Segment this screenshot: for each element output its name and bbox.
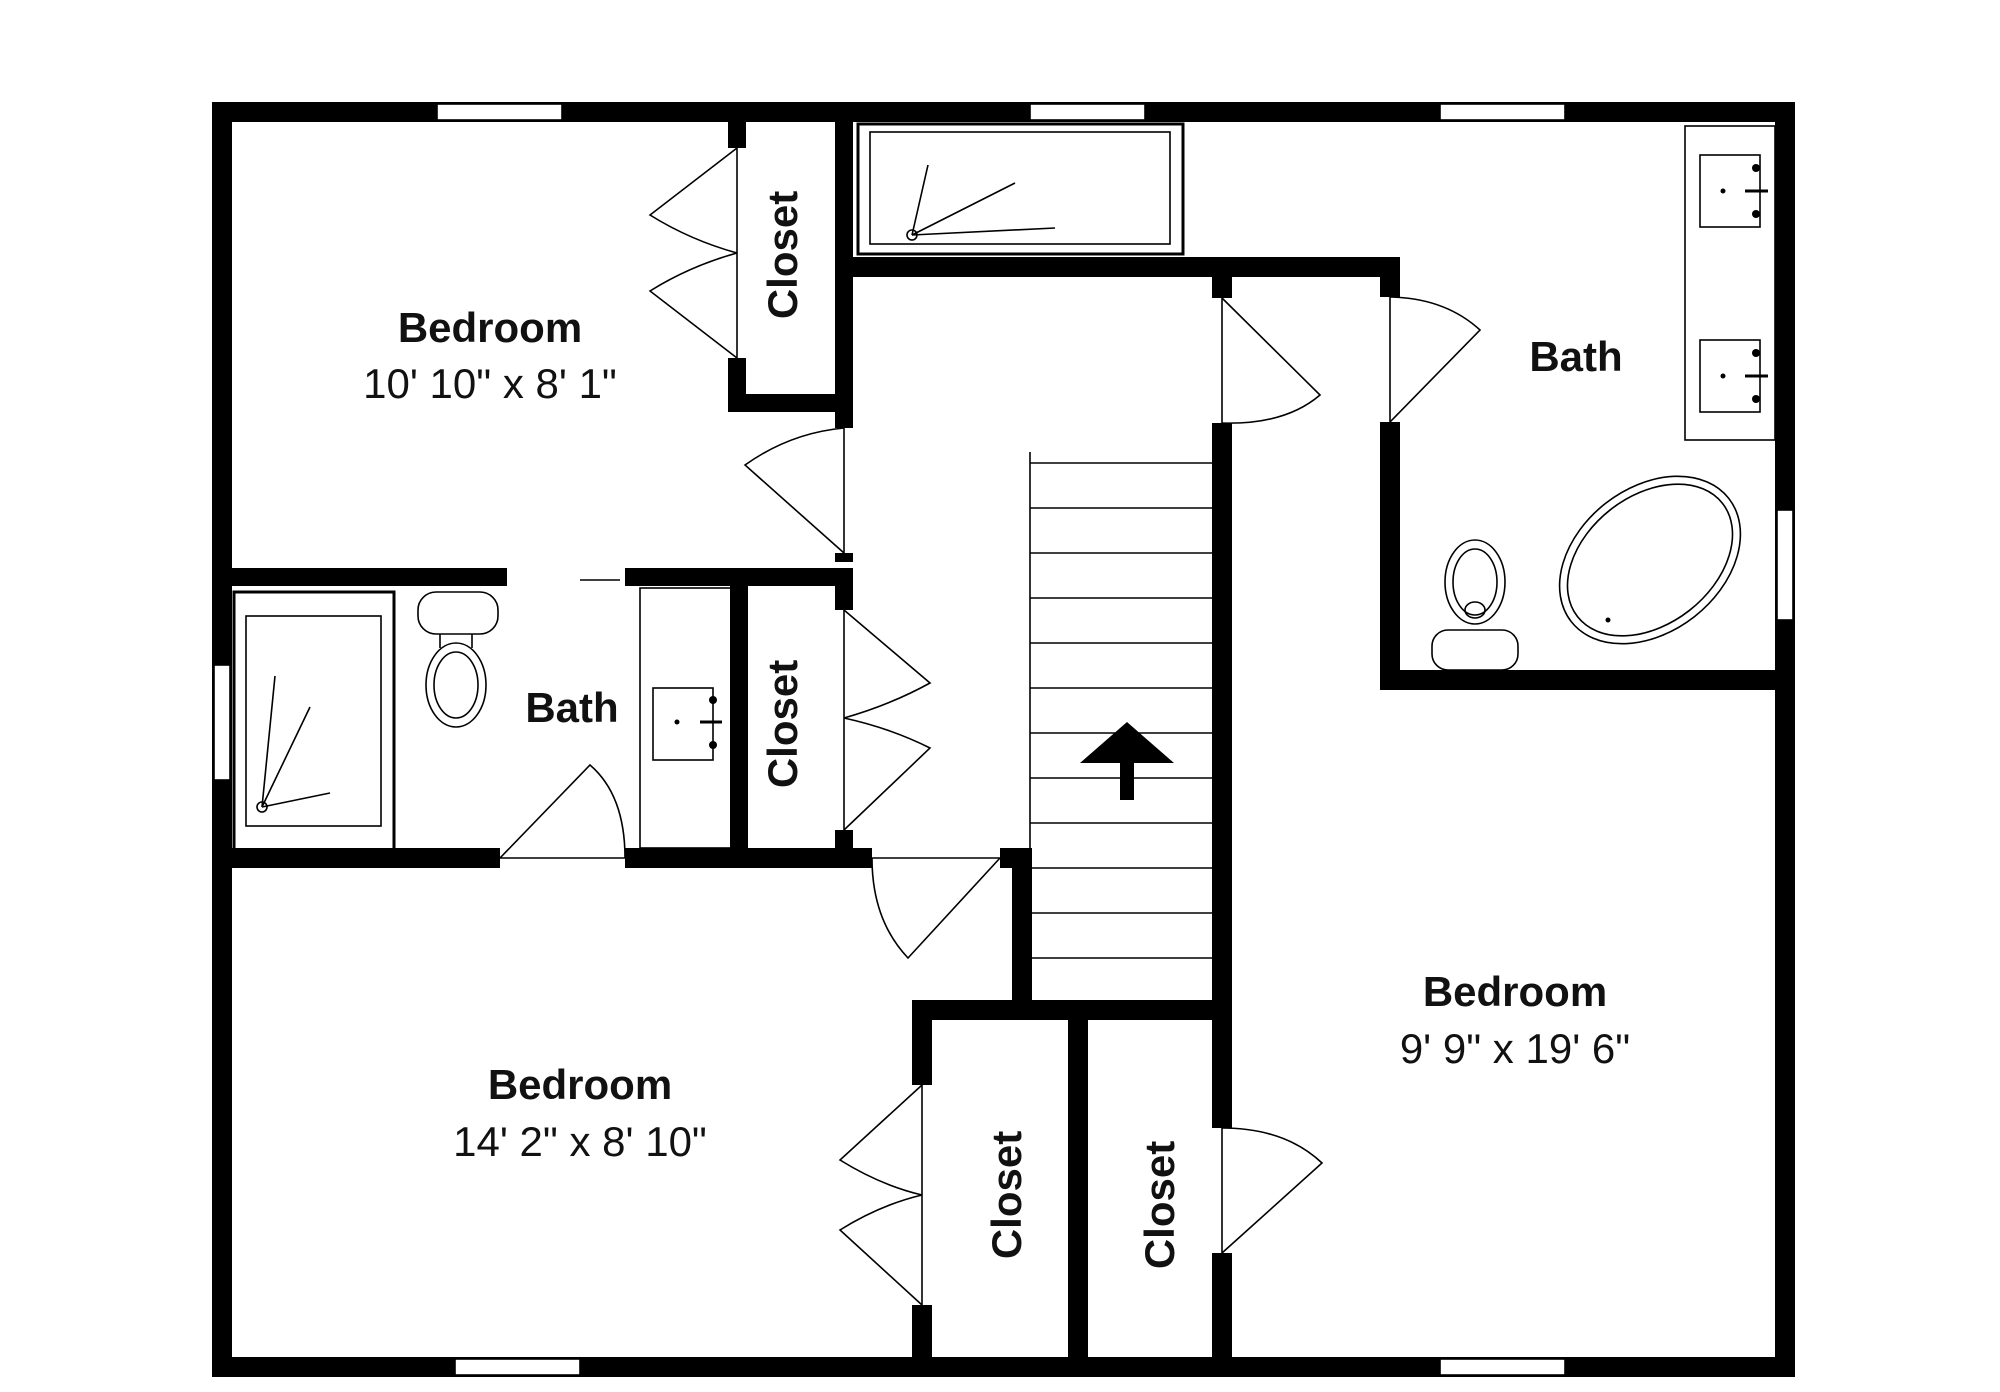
bedroom-bottom-left-dimensions: 14' 2" x 8' 10" [453, 1118, 707, 1165]
toilet-left [417, 591, 499, 728]
up-arrow-icon [1080, 722, 1174, 800]
exterior-walls [212, 102, 1795, 1377]
bedroom-right-name: Bedroom [1423, 968, 1607, 1015]
doors [499, 147, 1482, 1306]
bedroom-top-left-name: Bedroom [398, 304, 582, 351]
bedroom-bottom-left-name: Bedroom [488, 1061, 672, 1108]
bath-left-label: Bath [525, 684, 618, 731]
closet-bottom-1-label: Closet [983, 1131, 1030, 1259]
room-labels: Bedroom 10' 10" x 8' 1" Closet Bath Bath… [363, 191, 1630, 1269]
staircase [1029, 452, 1212, 1000]
bathtub-top [856, 122, 1185, 256]
fixtures [232, 122, 1776, 852]
freestanding-tub [1558, 475, 1742, 645]
vanity-left [639, 587, 733, 849]
closet-top-label: Closet [759, 191, 806, 319]
shower-left [232, 590, 396, 852]
bedroom-top-left-dimensions: 10' 10" x 8' 1" [363, 360, 617, 407]
toilet-right [1431, 539, 1519, 671]
closet-middle-label: Closet [759, 660, 806, 788]
bedroom-right-dimensions: 9' 9" x 19' 6" [1400, 1025, 1630, 1072]
windows [213, 103, 1794, 1376]
vanity-right [1684, 125, 1776, 441]
closet-bottom-2-label: Closet [1136, 1141, 1183, 1269]
bath-right-label: Bath [1529, 333, 1622, 380]
